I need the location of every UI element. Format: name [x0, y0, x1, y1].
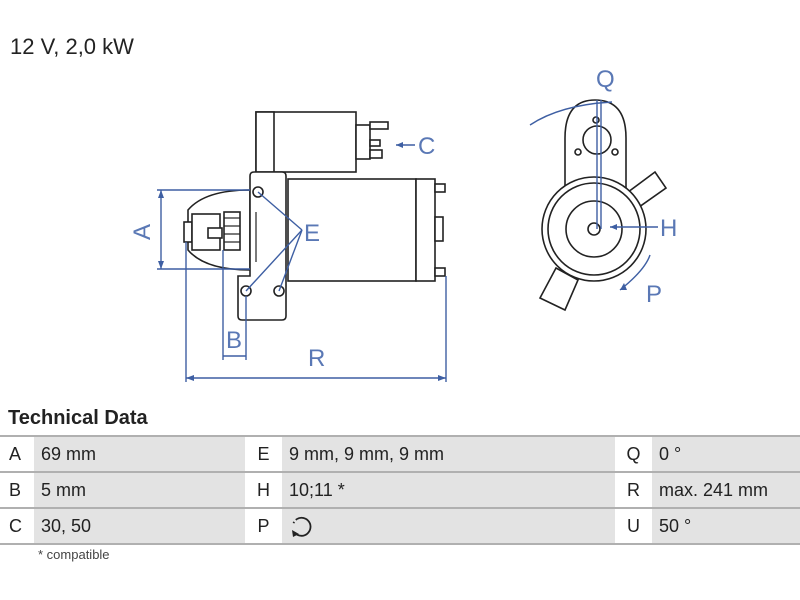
technical-data-table: A 69 mm E 9 mm, 9 mm, 9 mm Q 0 ° B 5 mm …: [0, 435, 800, 545]
spec-value: 5 mm: [34, 471, 245, 509]
spec-key: B: [0, 471, 34, 509]
spec-value: 69 mm: [34, 435, 245, 473]
motor-body: [287, 178, 417, 282]
product-title: 12 V, 2,0 kW: [10, 34, 134, 59]
footnote: * compatible: [38, 547, 110, 562]
technical-drawing: A B R C E: [129, 66, 677, 382]
dimension-label-b: B: [226, 327, 242, 354]
spec-value: max. 241 mm: [652, 471, 800, 509]
spec-key: P: [245, 507, 282, 545]
technical-data-heading: Technical Data: [8, 407, 148, 429]
dimension-label-p: P: [646, 281, 662, 308]
dimension-lines: A B R C E: [129, 133, 447, 382]
spec-key: E: [245, 435, 282, 473]
spec-key: H: [245, 471, 282, 509]
spec-value: 0 °: [652, 435, 800, 473]
dimension-label-e: E: [304, 220, 320, 247]
dimension-label-q: Q: [596, 66, 615, 93]
spec-key: R: [615, 471, 652, 509]
spec-key: U: [615, 507, 652, 545]
spec-key: C: [0, 507, 34, 545]
spec-key: Q: [615, 435, 652, 473]
spec-value: 10;11 *: [282, 471, 615, 509]
dimension-label-a: A: [129, 224, 156, 240]
mounting-flange: [237, 171, 287, 321]
starter-side-view: [183, 111, 446, 321]
table-row: A 69 mm E 9 mm, 9 mm, 9 mm Q 0 °: [0, 435, 800, 473]
pinion-gear: [223, 211, 241, 251]
dimension-label-h: H: [660, 215, 677, 242]
spec-value: 9 mm, 9 mm, 9 mm: [282, 435, 615, 473]
starter-front-view: Q H P: [529, 66, 677, 312]
spec-value: 50 °: [652, 507, 800, 545]
dimension-label-c: C: [418, 133, 435, 160]
dimension-label-r: R: [308, 345, 325, 372]
table-row: C 30, 50 P U 50 °: [0, 507, 800, 545]
spec-value: 30, 50: [34, 507, 245, 545]
rotation-counterclockwise-icon: [292, 516, 312, 537]
spec-key: A: [0, 435, 34, 473]
table-row: B 5 mm H 10;11 * R max. 241 mm: [0, 471, 800, 509]
spec-value-rotation: [282, 507, 615, 545]
